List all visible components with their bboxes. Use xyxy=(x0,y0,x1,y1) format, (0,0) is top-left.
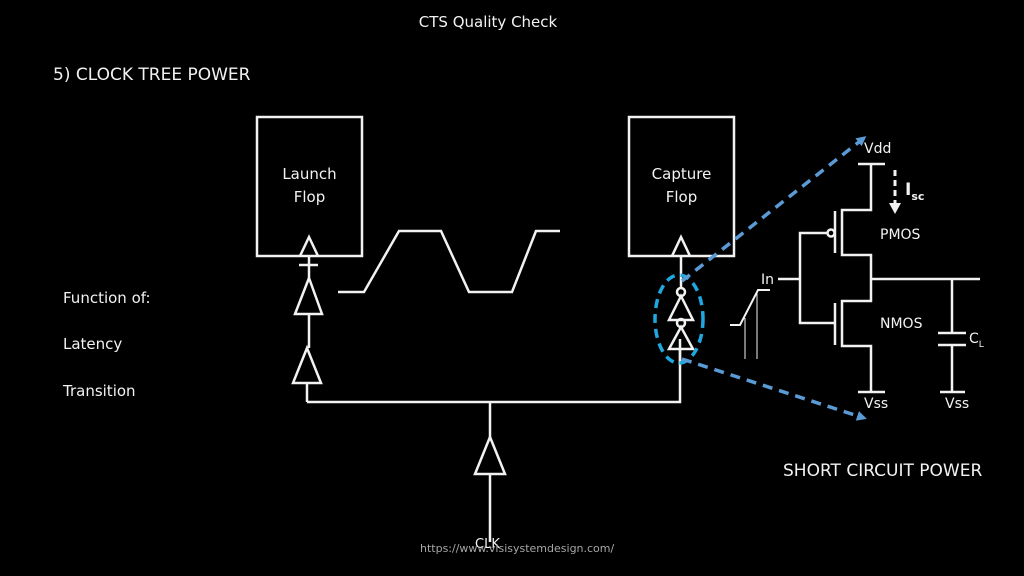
isc-label-main: I xyxy=(905,180,912,200)
watermark-url: https://www.vlsisystemdesign.com/ xyxy=(420,542,615,555)
root-buffer-icon xyxy=(473,433,507,476)
vdd-label: Vdd xyxy=(864,141,892,157)
isc-label: Isc xyxy=(905,180,924,203)
capture-flop-label: Capture Flop xyxy=(629,163,734,209)
isc-label-sub: sc xyxy=(911,190,925,203)
factors-heading: Function of: xyxy=(63,289,151,307)
highlight-ellipse xyxy=(653,273,705,365)
short-circuit-current-arrow-icon xyxy=(889,170,901,214)
launch-clock-pin-icon xyxy=(298,234,320,257)
clock-waveform xyxy=(338,229,560,294)
short-circuit-power-caption: SHORT CIRCUIT POWER xyxy=(783,461,983,481)
capture-flop-line1: Capture xyxy=(651,165,712,183)
launch-flop-line1: Launch xyxy=(282,165,337,183)
vss-label-1: Vss xyxy=(864,396,889,412)
cap-label-sub: L xyxy=(978,340,984,350)
factor-transition: Transition xyxy=(63,382,136,400)
cap-label: CL xyxy=(969,331,984,350)
capture-flop-line2: Flop xyxy=(665,188,698,206)
cap-label-main: C xyxy=(969,331,979,347)
factor-latency: Latency xyxy=(63,335,123,353)
launch-buffer-2-icon xyxy=(291,344,323,385)
launch-flop-line2: Flop xyxy=(293,188,326,206)
clk-label: CLK xyxy=(475,537,500,552)
zoom-arrow-bottom xyxy=(681,357,867,421)
input-label: In xyxy=(761,272,775,288)
zoom-arrow-top xyxy=(680,136,867,283)
pmos-label: PMOS xyxy=(880,227,921,243)
capture-clock-pin-icon xyxy=(670,234,692,257)
nmos-label: NMOS xyxy=(880,316,923,332)
capture-inverter-1-icon xyxy=(666,293,696,322)
launch-buffer-1-icon xyxy=(293,274,324,316)
section-heading: 5) CLOCK TREE POWER xyxy=(53,65,251,85)
vss-label-2: Vss xyxy=(945,396,970,412)
launch-flop-label: Launch Flop xyxy=(257,163,362,209)
slide-title: CTS Quality Check xyxy=(418,13,558,31)
input-ramp xyxy=(730,289,770,326)
